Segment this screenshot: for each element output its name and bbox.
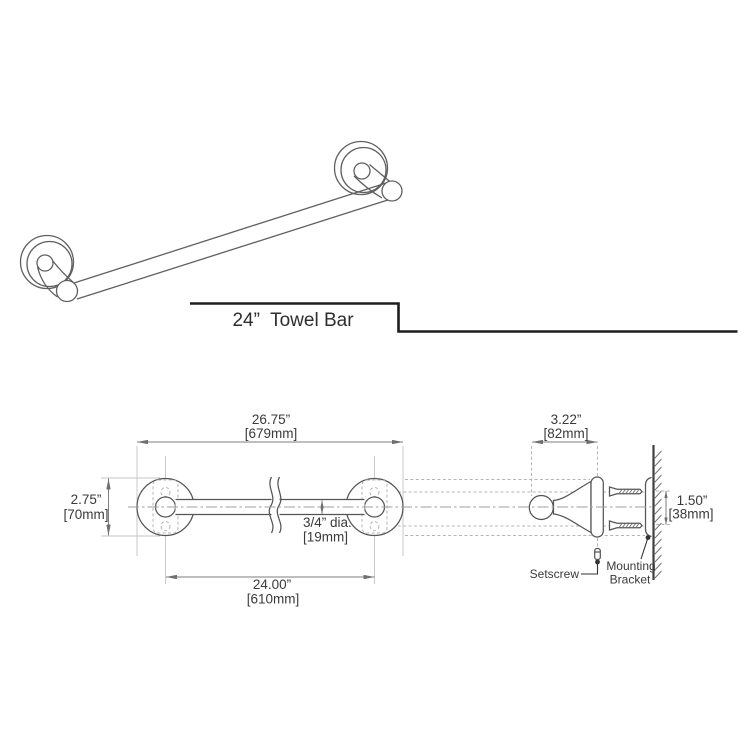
right-bracket-hidden-outline <box>361 479 388 534</box>
bar-top-edge <box>73 182 387 284</box>
title-step-line <box>190 302 738 333</box>
dim-projection-mm: [82mm] <box>543 426 588 441</box>
mounting-bracket-label-line1: Mounting <box>606 559 655 573</box>
hatch-line <box>653 490 662 500</box>
hatch-line <box>653 538 662 548</box>
screw-thread-line <box>632 489 636 494</box>
hatch-line <box>653 562 662 572</box>
hatch-line <box>653 546 662 556</box>
left-bar-end-cap <box>55 279 79 303</box>
hatch-line <box>653 522 662 532</box>
mounting-screw-top <box>608 486 643 497</box>
screw-thread-line <box>625 489 630 494</box>
screw-thread-line <box>618 523 623 528</box>
dim-projection-in: 3.22” <box>551 412 582 427</box>
screw-thread-line <box>622 523 626 528</box>
dim-bar-diameter-mm: [19mm] <box>303 530 348 545</box>
title-block: 24” Towel Bar <box>190 302 738 333</box>
isometric-view <box>19 140 403 303</box>
setscrew-label: Setscrew <box>530 567 580 581</box>
dim-bracket-height-in: 1.50” <box>677 493 708 508</box>
drawing-title: 24” Towel Bar <box>232 310 354 331</box>
dim-flange-diameter-in: 2.75” <box>71 492 102 507</box>
hatch-line <box>653 530 662 540</box>
screw-thread-line <box>625 523 630 528</box>
screw-thread-line <box>635 489 640 494</box>
screw-thread-line <box>632 523 636 528</box>
dim-center-to-center-mm: [610mm] <box>247 592 300 607</box>
right-post-hub <box>353 162 371 180</box>
hatch-line <box>653 458 662 468</box>
right-bracket-hole-bottom <box>369 521 380 531</box>
mounting-bracket-label-line2: Bracket <box>610 573 651 587</box>
hatch-line <box>653 482 662 492</box>
mounting-screw-bottom <box>608 520 643 531</box>
hatch-line <box>653 498 662 508</box>
hatch-line <box>653 450 662 460</box>
left-bracket-hole-bottom <box>160 521 171 531</box>
dimension-texts: 26.75” [679mm] 2.75” [70mm] 3/4” dia. [1… <box>63 412 713 607</box>
break-squiggle-right <box>276 476 282 534</box>
hatch-line <box>653 554 662 564</box>
dimensions <box>106 439 668 580</box>
hatch-line <box>653 466 662 476</box>
dim-overall-width-mm: [679mm] <box>245 426 298 441</box>
bar-bottom-edge <box>76 198 392 300</box>
right-bar-end-cap <box>381 180 403 202</box>
bracket-leader-line <box>640 537 649 560</box>
hatch-line <box>653 514 662 524</box>
break-squiggle-left <box>268 476 274 534</box>
dim-flange-diameter-mm: [70mm] <box>63 507 108 522</box>
screw-top-outline <box>608 486 643 497</box>
hatch-line <box>653 506 662 516</box>
dim-center-to-center-in: 24.00” <box>253 577 291 592</box>
hatch-line <box>653 474 662 484</box>
wall-hatching <box>653 450 662 580</box>
front-view <box>136 476 404 537</box>
screw-thread-line <box>628 489 633 494</box>
right-post-curve-a <box>353 175 383 199</box>
hatch-line <box>653 570 662 580</box>
screw-thread-line <box>635 523 640 528</box>
left-post-hub <box>36 254 54 272</box>
setscrew-leader-line <box>581 562 599 575</box>
dim-bracket-height-mm: [38mm] <box>668 507 713 522</box>
screw-thread-line <box>622 489 626 494</box>
dim-bar-diameter-in: 3/4” dia. <box>303 515 352 530</box>
screw-thread-line <box>618 489 623 494</box>
left-post-curve-a <box>36 266 58 298</box>
break-gap <box>271 476 280 534</box>
post-ball-end <box>528 494 554 521</box>
setscrew-glyph <box>594 547 601 561</box>
dim-overall-width-in: 26.75” <box>252 412 290 427</box>
screw-thread-line <box>628 523 633 528</box>
screw-bottom-outline <box>608 520 643 531</box>
